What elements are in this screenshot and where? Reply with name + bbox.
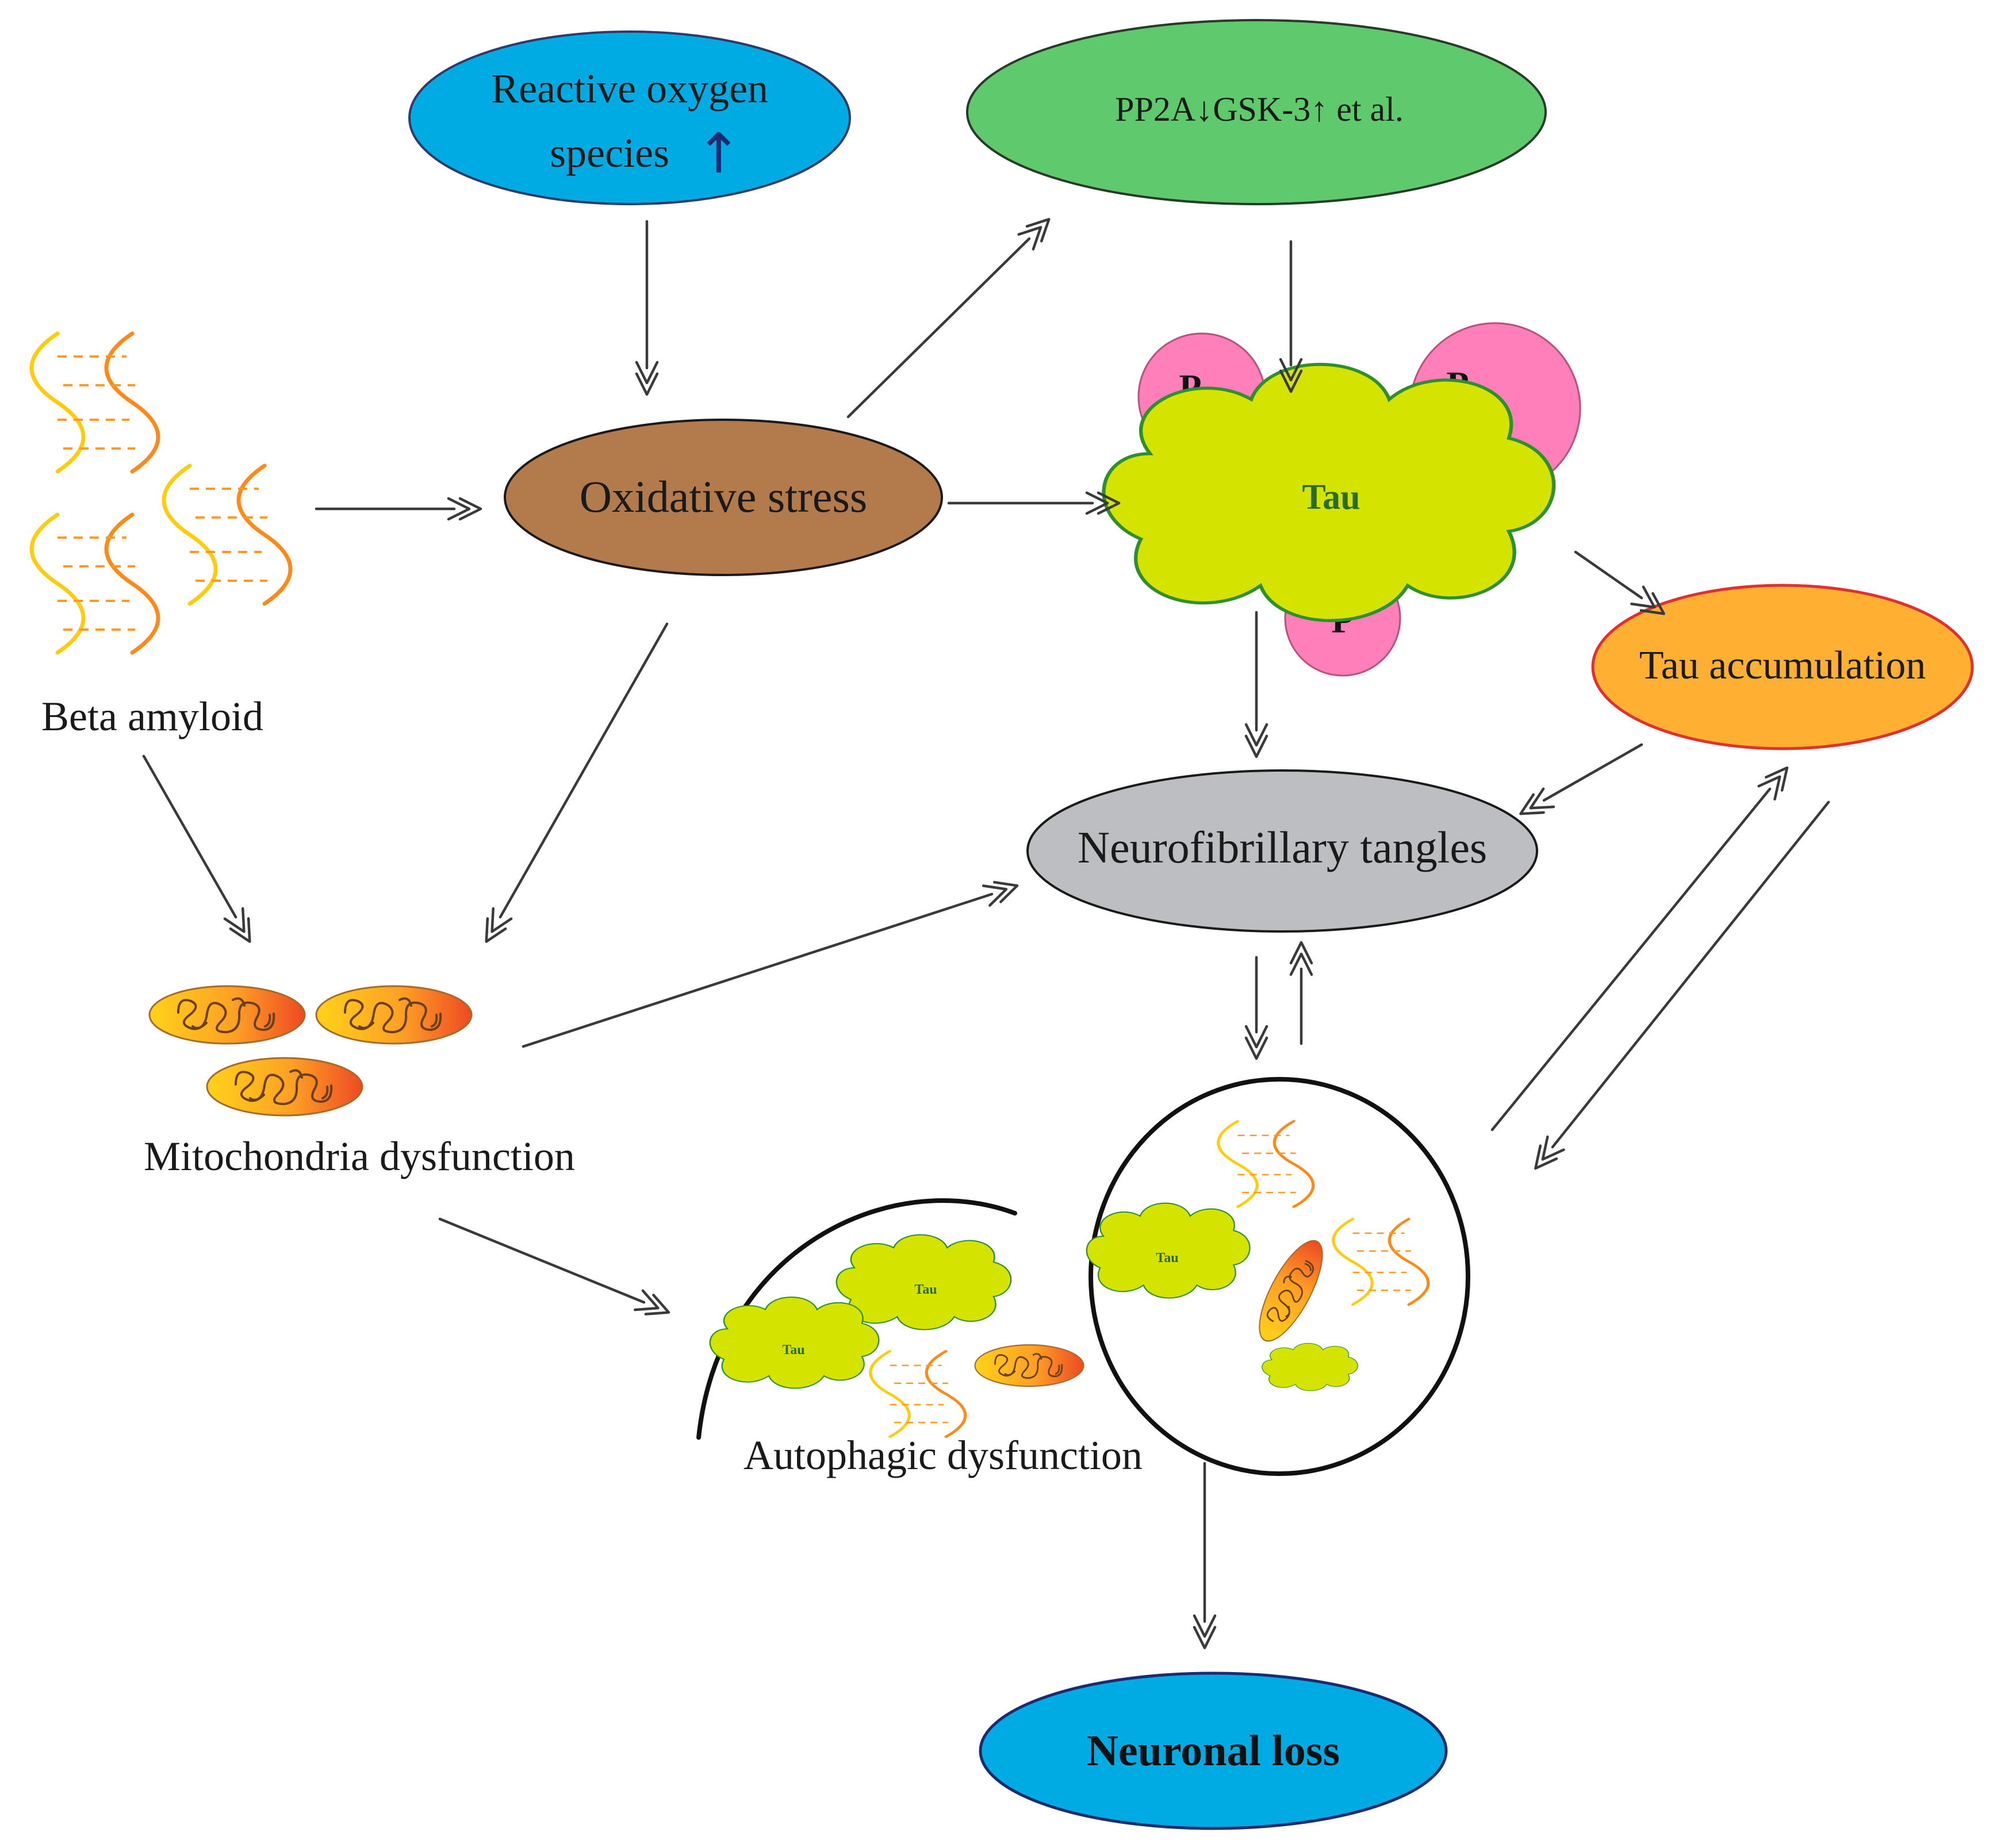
tau-node: P P P Tau — [1104, 322, 1581, 677]
neurofibrillary-tangles-node: Neurofibrillary tangles — [1026, 769, 1538, 933]
autophagy-tau-label: Tau — [782, 1343, 804, 1358]
pp2a-ellipse — [966, 19, 1547, 205]
oxidative-stress-node: Oxidative stress — [504, 419, 943, 576]
arrowhead-icon — [635, 1291, 672, 1322]
tau-accumulation-ellipse — [1591, 584, 1974, 750]
mitochondria-dysfunction-label: Mitochondria dysfunction — [144, 1133, 575, 1179]
beta-amyloid-label: Beta amyloid — [41, 693, 263, 739]
pp2a-node: PP2A↓GSK-3↑ et al. — [966, 19, 1547, 205]
neurofibrillary-tangles-label: Neurofibrillary tangles — [1078, 822, 1488, 872]
tau-accumulation-label: Tau accumulation — [1639, 643, 1926, 688]
oxidative-stress-label: Oxidative stress — [580, 471, 867, 522]
beta-amyloid-helices — [32, 333, 290, 653]
up-arrow-icon: ↑ — [696, 121, 742, 186]
arrowhead-icon — [1759, 761, 1795, 799]
ros-label-line2: species — [550, 130, 669, 176]
neuronal-loss-ellipse — [979, 1671, 1448, 1830]
tau-accumulation-node: Tau accumulation — [1591, 584, 1974, 750]
ros-label-line1: Reactive oxygen — [491, 66, 768, 112]
mitochondria-group — [148, 985, 473, 1117]
autolysosome-tau-label: Tau — [1156, 1251, 1178, 1266]
arrowhead-icon — [983, 876, 1020, 906]
neuronal-loss-label: Neuronal loss — [1087, 1727, 1340, 1775]
tau-label: Tau — [1302, 478, 1360, 517]
arrowhead-icon — [477, 908, 511, 946]
neuronal-loss-node: Neuronal loss — [979, 1671, 1448, 1830]
autophagy-tau-label: Tau — [914, 1282, 937, 1297]
autolysosome-circle: Tau — [1086, 1077, 1470, 1476]
ros-ellipse — [408, 30, 851, 205]
arrowhead-icon — [1527, 1137, 1563, 1175]
autophagic-dysfunction-label: Autophagic dysfunction — [743, 1432, 1143, 1478]
arrowhead-icon — [225, 908, 259, 946]
oxidative-stress-ellipse — [504, 419, 943, 576]
arrowhead-icon — [1515, 789, 1553, 823]
autophagosome-arc: Tau Tau — [696, 1198, 1084, 1440]
ros-node: Reactive oxygen species ↑ — [408, 30, 851, 205]
arrows — [142, 212, 1830, 1648]
neurofibrillary-tangles-ellipse — [1026, 769, 1538, 933]
pp2a-label: PP2A↓GSK-3↑ et al. — [1115, 90, 1404, 128]
